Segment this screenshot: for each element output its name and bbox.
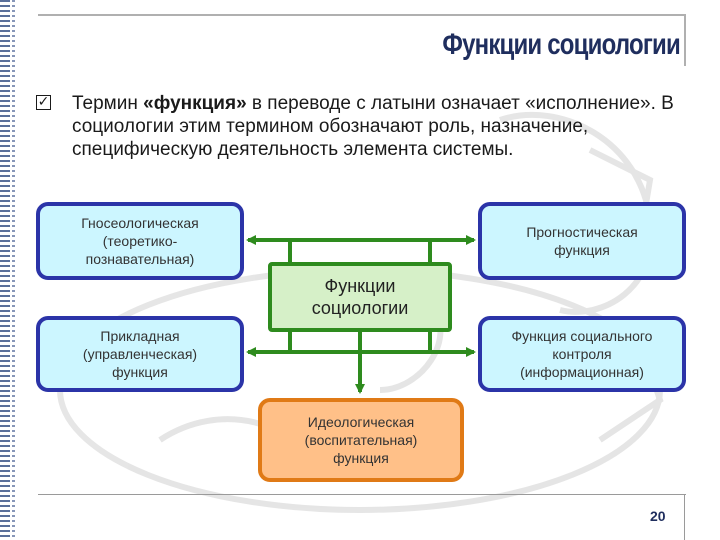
box-ideological-line1: Идеологическая: [307, 414, 415, 430]
connector-top-left: [246, 235, 292, 262]
box-social-control: Функция социального контроля (информацио…: [478, 316, 686, 392]
box-prognostic-text: Прогностическая функция: [526, 223, 637, 259]
box-applied: Прикладная (управленческая) функция: [36, 316, 244, 392]
box-center-functions: Функции социологии: [268, 262, 452, 332]
box-social-control-line1: Функция социального: [511, 328, 653, 344]
intro-text-part1: Термин: [72, 93, 144, 114]
checkbox-bullet-icon: ✓: [36, 93, 51, 110]
box-social-control-line3: (информационная): [520, 364, 644, 380]
box-prognostic-line2: функция: [554, 242, 610, 258]
box-prognostic-line1: Прогностическая: [526, 224, 638, 240]
box-ideological-line3: функция: [333, 450, 389, 466]
box-applied-line3: функция: [112, 364, 168, 380]
box-center-text: Функции социологии: [312, 275, 409, 319]
box-social-control-line2: контроля: [552, 346, 612, 362]
box-gnoseological-line1: Гносеологическая: [81, 215, 199, 231]
box-ideological: Идеологическая (воспитательная) функция: [258, 398, 464, 482]
title-frame-right: [684, 14, 686, 66]
intro-text-bold: «функция»: [143, 93, 247, 114]
box-prognostic: Прогностическая функция: [478, 202, 686, 280]
title-frame-top: [38, 14, 686, 16]
box-gnoseological-line3: познавательная): [85, 251, 195, 267]
connector-mid-right: [428, 330, 476, 357]
box-gnoseological: Гносеологическая (теоретико- познаватель…: [36, 202, 244, 280]
intro-paragraph: ✓ Термин «функция» в переводе с латыни о…: [36, 92, 696, 161]
box-applied-line1: Прикладная: [100, 328, 180, 344]
box-gnoseological-line2: (теоретико-: [102, 233, 178, 249]
intro-text-part2: в переводе с латыни означает «исполнение…: [72, 93, 674, 160]
footer-rule-vertical: [684, 494, 685, 540]
box-center-line1: Функции: [324, 276, 396, 296]
connector-top-right: [428, 235, 476, 262]
slide-title: Функции социологии: [442, 28, 680, 61]
box-gnoseological-text: Гносеологическая (теоретико- познаватель…: [81, 214, 199, 268]
box-social-control-text: Функция социального контроля (информацио…: [512, 327, 653, 381]
box-applied-text: Прикладная (управленческая) функция: [83, 327, 197, 381]
box-ideological-text: Идеологическая (воспитательная) функция: [305, 413, 418, 467]
left-decorative-stripes: [0, 0, 10, 540]
footer-rule: [38, 494, 686, 495]
box-ideological-line2: (воспитательная): [304, 432, 418, 448]
left-decorative-stripes-thin: [12, 0, 15, 540]
page-number: 20: [650, 508, 666, 524]
box-applied-line2: (управленческая): [82, 346, 198, 362]
connector-mid-left: [246, 330, 292, 357]
box-center-line2: социологии: [311, 298, 409, 318]
intro-text: Термин «функция» в переводе с латыни озн…: [72, 92, 696, 161]
